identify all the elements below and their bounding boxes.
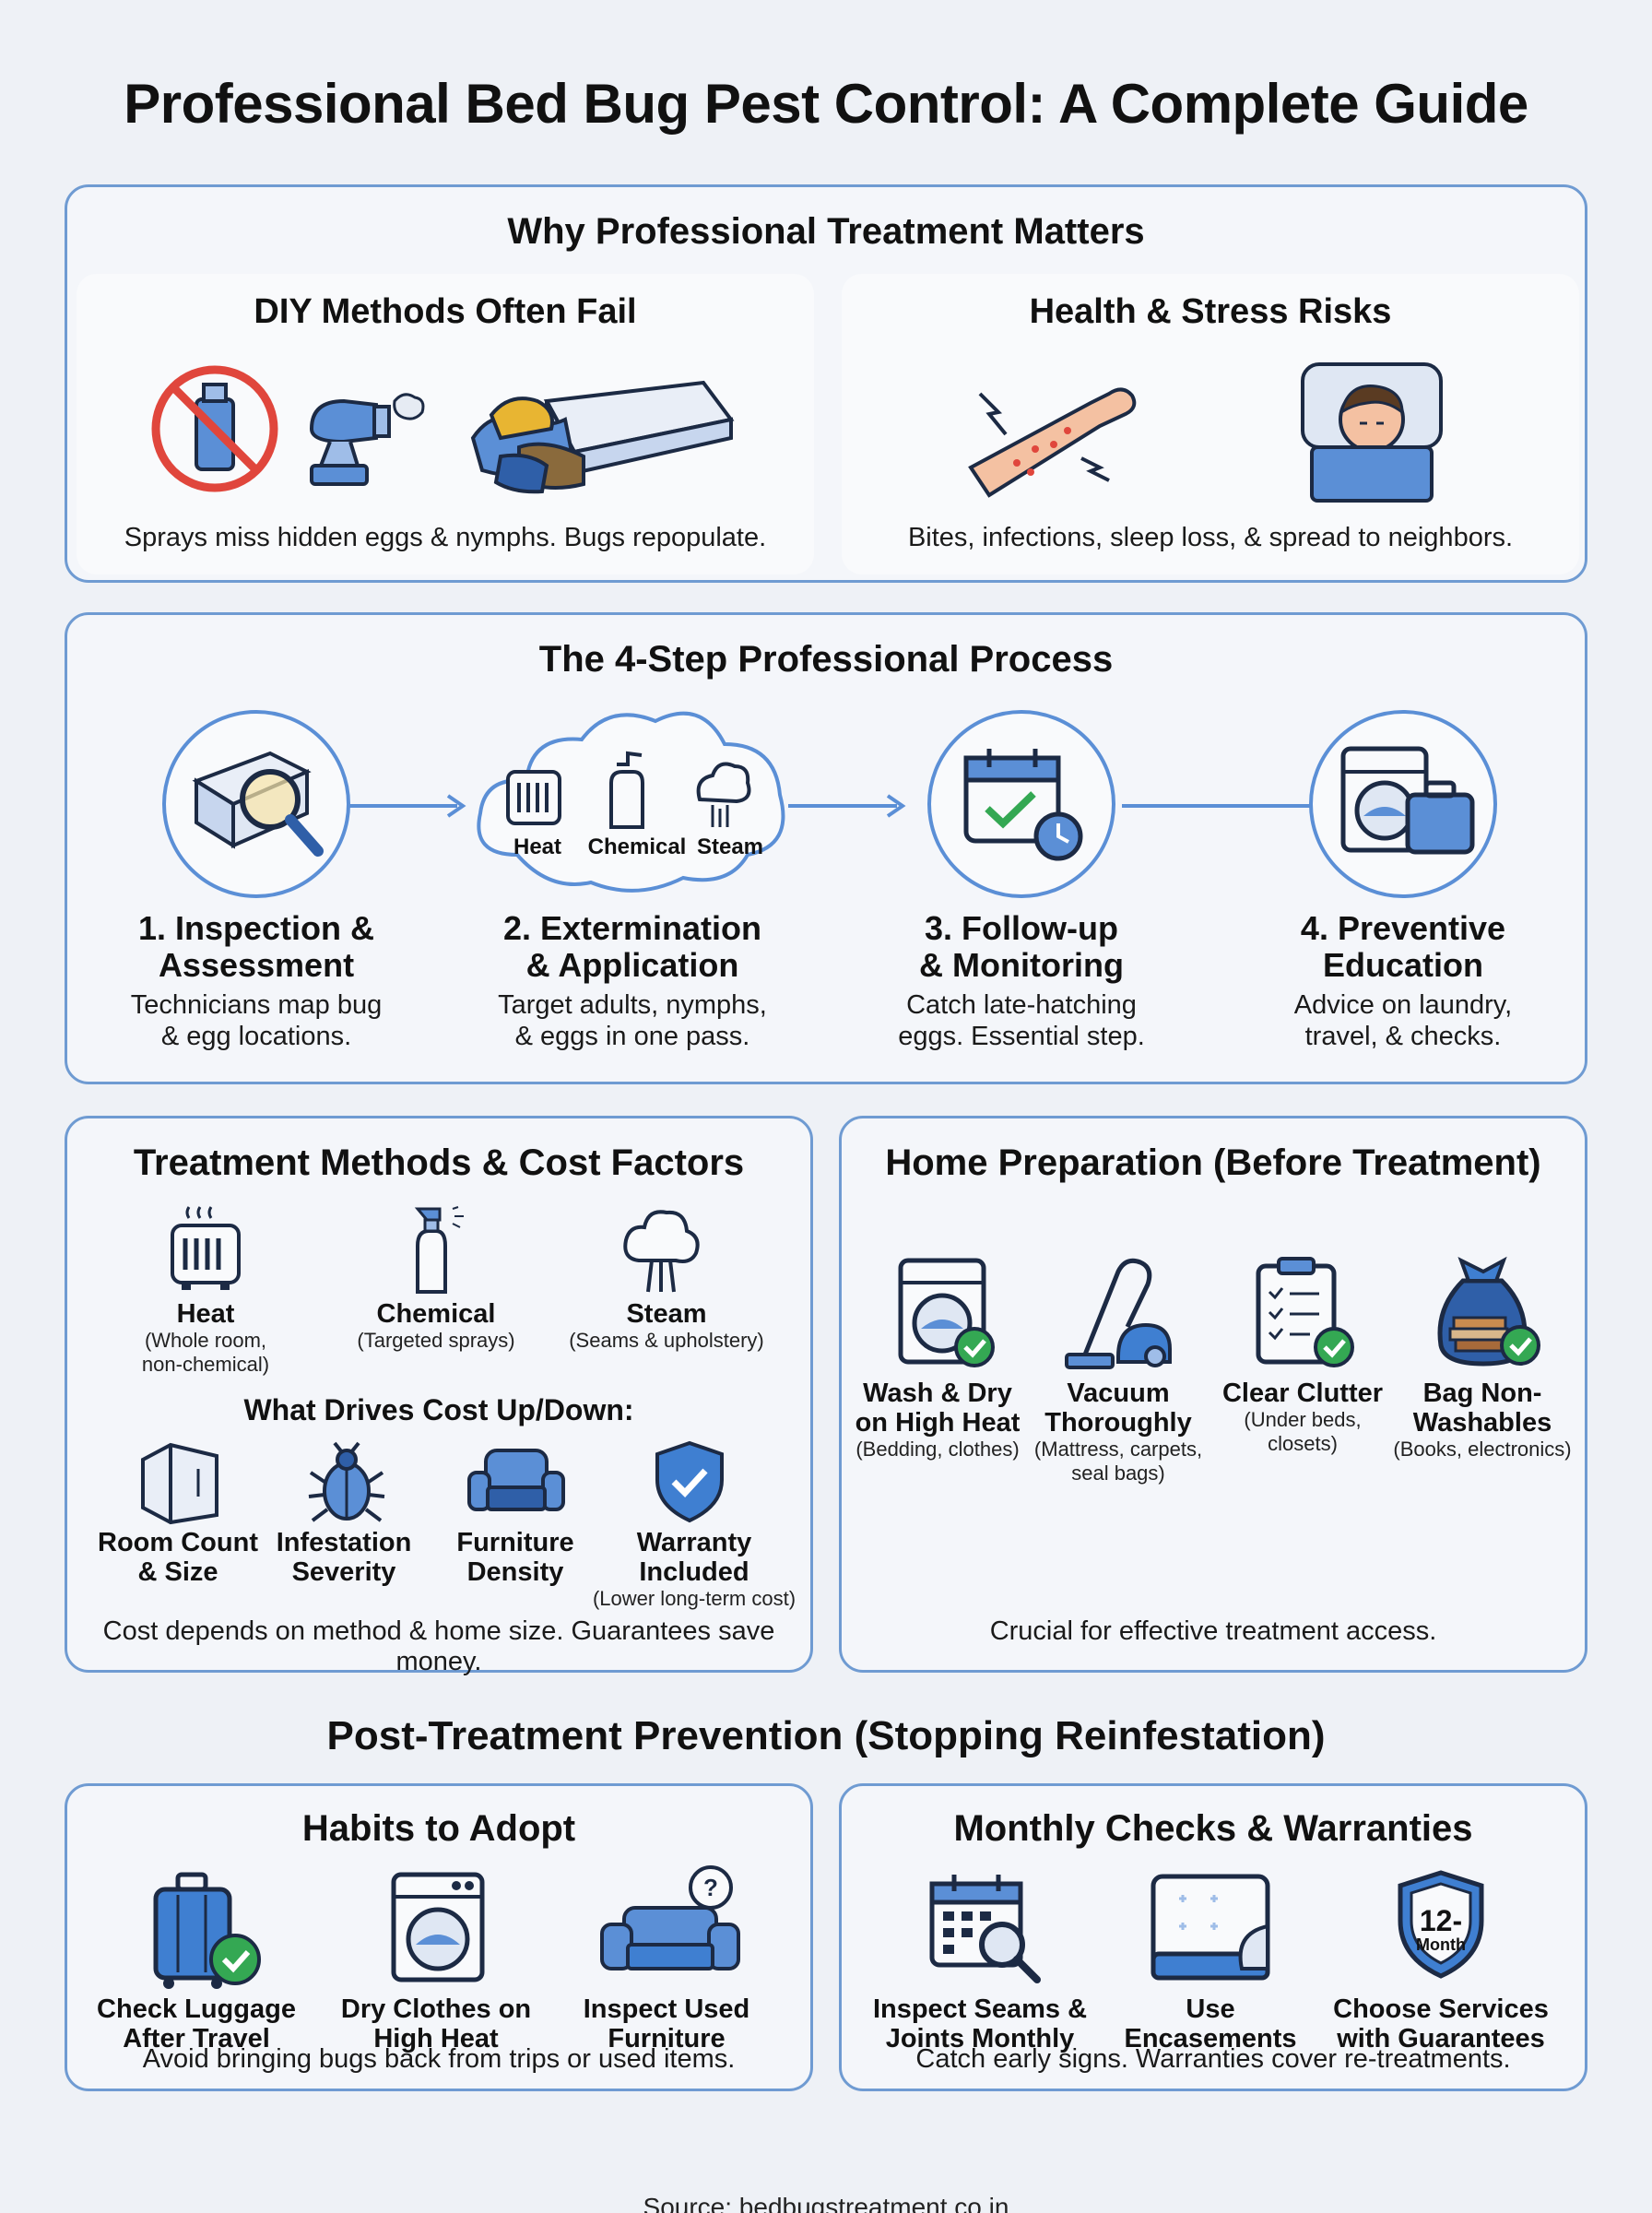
- factor-furniture: Furniture Density: [456, 1528, 574, 1587]
- cloud-label-steam: Steam: [696, 834, 764, 859]
- dryer-icon: [391, 1872, 485, 1982]
- bag-books-icon: [1437, 1256, 1540, 1367]
- calendar-search-icon: [929, 1875, 1041, 1983]
- diy-panel: DIY Methods Often Fail Sprays miss hidd: [77, 274, 814, 574]
- shield-check-icon: [655, 1440, 724, 1523]
- why-panel: Why Professional Treatment Matters DIY M…: [65, 184, 1587, 583]
- monthly-panel: Monthly Checks & Warranties 12- Month In…: [839, 1783, 1587, 2091]
- inspection-icon: [162, 710, 350, 898]
- luggage-check-icon: [153, 1872, 261, 1989]
- prep-heading: Home Preparation (Before Treatment): [885, 1142, 1541, 1183]
- steam-icon: [623, 1210, 700, 1293]
- monthly-encasements: Use Encasements: [1124, 1994, 1297, 2053]
- prep-panel: Home Preparation (Before Treatment) Wash…: [839, 1116, 1587, 1673]
- arrow-1: [348, 794, 466, 818]
- monthly-inspect: Inspect Seams & Joints Monthly: [872, 1994, 1088, 2053]
- process-heading: The 4-Step Professional Process: [538, 639, 1114, 680]
- couch-question-icon: ?: [600, 1865, 740, 1970]
- health-panel: Health & Stress Risks Bites, infections,…: [842, 274, 1579, 574]
- prep-clutter: Clear Clutter (Under beds, closets): [1221, 1379, 1384, 1455]
- armchair-icon: [467, 1449, 565, 1511]
- why-heading: Why Professional Treatment Matters: [507, 211, 1145, 252]
- mattress-encasement-icon: [1150, 1874, 1270, 1981]
- factor-room: Room Count & Size: [98, 1528, 258, 1587]
- source-note: Source: bedbugstreatment.co.in: [643, 2193, 1009, 2213]
- svg-text:?: ?: [703, 1874, 718, 1901]
- habit-furniture: Inspect Used Furniture: [583, 1994, 750, 2053]
- badge-12: 12-: [1419, 1904, 1463, 1937]
- calendar-check-icon: [927, 710, 1115, 898]
- cost-heading: What Drives Cost Up/Down:: [243, 1393, 634, 1426]
- page-title: Professional Bed Bug Pest Control: A Com…: [124, 73, 1528, 135]
- prep-bag: Bag Non- Washables (Books, electronics): [1393, 1379, 1572, 1461]
- step-1: 1. Inspection & Assessment Technicians m…: [130, 909, 383, 1052]
- step-3: 3. Follow-up & Monitoring Catch late-hat…: [898, 909, 1145, 1052]
- heater-icon: [171, 1206, 241, 1290]
- method-chemical: Chemical (Targeted sprays): [357, 1299, 515, 1352]
- health-caption: Bites, infections, sleep loss, & spread …: [907, 523, 1514, 552]
- habits-caption: Avoid bringing bugs back from trips or u…: [142, 2044, 736, 2074]
- diy-caption: Sprays miss hidden eggs & nymphs. Bugs r…: [124, 523, 767, 552]
- method-heat: Heat (Whole room, non-chemical): [141, 1299, 270, 1376]
- room-icon: [141, 1442, 218, 1525]
- monthly-guarantees: Choose Services with Guarantees: [1333, 1994, 1549, 2053]
- badge-month: Month: [1416, 1935, 1466, 1954]
- bed-bug-icon: [308, 1441, 385, 1522]
- spray-bottle-icon: [414, 1206, 464, 1294]
- habit-luggage: Check Luggage After Travel: [97, 1994, 296, 2053]
- habits-heading: Habits to Adopt: [301, 1808, 576, 1849]
- health-heading: Health & Stress Risks: [1029, 292, 1392, 331]
- habit-dry: Dry Clothes on High Heat: [340, 1994, 532, 2053]
- post-heading: Post-Treatment Prevention (Stopping Rein…: [326, 1713, 1326, 1758]
- arrow-2: [788, 794, 906, 818]
- diy-heading: DIY Methods Often Fail: [254, 292, 637, 331]
- bitten-arm-icon: [968, 387, 1137, 498]
- habits-panel: Habits to Adopt ? Check Luggage After Tr…: [65, 1783, 813, 2091]
- process-panel: The 4-Step Professional Process Heat Che…: [65, 612, 1587, 1084]
- cloud-label-heat: Heat: [513, 834, 562, 859]
- methods-panel: Treatment Methods & Cost Factors Heat (W…: [65, 1116, 813, 1676]
- laundry-luggage-icon: [1309, 710, 1497, 898]
- step-4: 4. Preventive Education Advice on laundr…: [1293, 909, 1513, 1052]
- prep-vacuum: Vacuum Thoroughly (Mattress, carpets, se…: [1033, 1379, 1203, 1485]
- sleepless-person-icon: [1301, 362, 1443, 503]
- factor-infestation: Infestation Severity: [276, 1528, 412, 1587]
- blower-icon: [309, 393, 425, 486]
- vacuum-icon: [1065, 1258, 1172, 1369]
- monthly-heading: Monthly Checks & Warranties: [953, 1808, 1473, 1849]
- step-2: 2. Extermination & Application Target ad…: [498, 909, 767, 1052]
- prep-wash: Wash & Dry on High Heat (Bedding, clothe…: [855, 1379, 1021, 1461]
- washer-check-icon: [898, 1258, 995, 1367]
- prep-caption: Crucial for effective treatment access.: [989, 1616, 1437, 1646]
- monthly-caption: Catch early signs. Warranties cover re-t…: [915, 2044, 1511, 2074]
- clothes-mattress-icon: [470, 380, 735, 494]
- factor-warranty: Warranty Included (Lower long-term cost): [592, 1528, 796, 1610]
- no-spray-icon: [151, 365, 278, 492]
- methods-cloud-icon: [477, 711, 785, 893]
- method-steam: Steam (Seams & upholstery): [569, 1299, 764, 1352]
- cloud-label-chemical: Chemical: [587, 834, 687, 859]
- clipboard-check-icon: [1256, 1257, 1354, 1367]
- methods-caption: Cost depends on method & home size. Guar…: [102, 1616, 775, 1676]
- methods-heading: Treatment Methods & Cost Factors: [133, 1142, 745, 1183]
- warranty-shield-icon: [1398, 1870, 1484, 1979]
